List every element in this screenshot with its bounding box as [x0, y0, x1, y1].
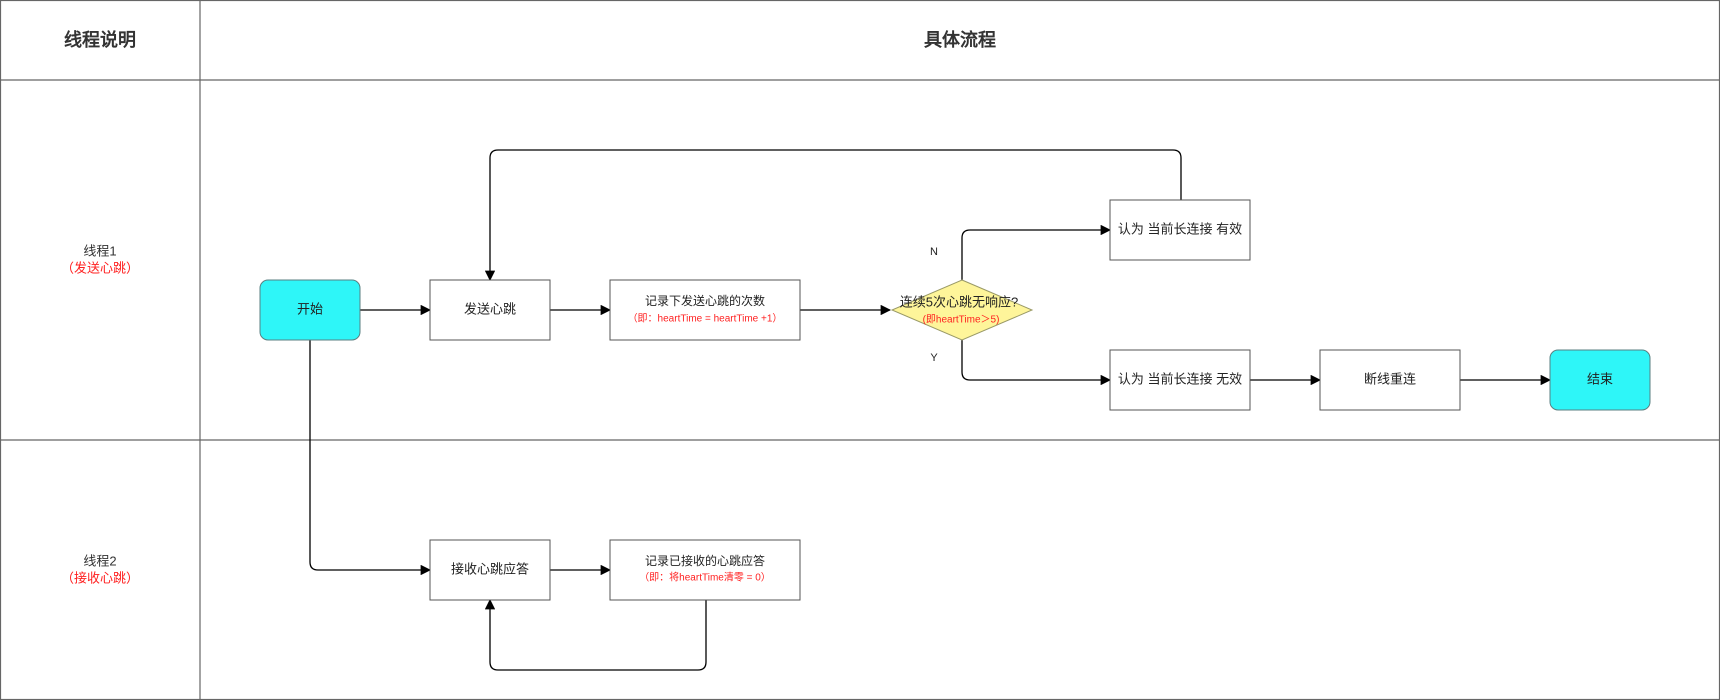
node-start: 开始	[259, 279, 361, 341]
node-reconnect-label: 断线重连	[1364, 371, 1416, 386]
node-record-send-count: 记录下发送心跳的次数 （即：heartTime = heartTime +1）	[609, 279, 801, 341]
node-connection-valid: 认为 当前长连接 有效	[1109, 199, 1251, 261]
node-record-send-count-note: （即：heartTime = heartTime +1）	[628, 313, 783, 325]
node-record-received-label: 记录已接收的心跳应答	[645, 553, 765, 568]
lane-1-subtitle: （发送心跳）	[61, 260, 139, 275]
node-start-label: 开始	[297, 301, 323, 316]
node-receive-reply: 接收心跳应答	[429, 539, 551, 601]
edge-label-no: N	[930, 246, 938, 258]
node-send-heartbeat: 发送心跳	[429, 279, 551, 341]
node-decision-label: 连续5次心跳无响应?	[900, 294, 1018, 309]
node-end: 结束	[1549, 349, 1651, 411]
header-process-flow: 具体流程	[924, 29, 996, 50]
edge-decision-yes-to-invalid	[961, 340, 1112, 386]
node-receive-reply-label: 接收心跳应答	[451, 561, 529, 576]
node-record-received-note: （即：将heartTime清零 = 0）	[639, 571, 771, 584]
node-record-received: 记录已接收的心跳应答 （即：将heartTime清零 = 0）	[609, 539, 801, 601]
node-decision-no-response: 连续5次心跳无响应? (即heartTime＞5)	[890, 279, 1034, 341]
node-end-label: 结束	[1587, 371, 1613, 386]
node-connection-invalid: 认为 当前长连接 无效	[1109, 349, 1251, 411]
node-connection-valid-label: 认为 当前长连接 有效	[1118, 221, 1242, 236]
edge-record-loop-to-receive	[484, 598, 707, 671]
edges	[309, 149, 1552, 671]
node-send-heartbeat-label: 发送心跳	[464, 301, 516, 316]
edge-valid-loop-to-send	[484, 149, 1182, 282]
edge-decision-no-to-valid	[961, 224, 1112, 280]
node-reconnect: 断线重连	[1319, 349, 1461, 411]
node-connection-invalid-label: 认为 当前长连接 无效	[1118, 371, 1242, 386]
node-decision-note: (即heartTime＞5)	[923, 314, 1000, 326]
lane-2-subtitle: （接收心跳）	[61, 570, 139, 585]
header-thread-description: 线程说明	[64, 29, 136, 50]
edge-label-yes: Y	[930, 352, 938, 364]
lane-2-title: 线程2	[83, 553, 116, 568]
edge-start-to-receive	[309, 340, 432, 576]
lane-1-title: 线程1	[83, 243, 116, 258]
node-record-send-count-label: 记录下发送心跳的次数	[645, 293, 765, 308]
